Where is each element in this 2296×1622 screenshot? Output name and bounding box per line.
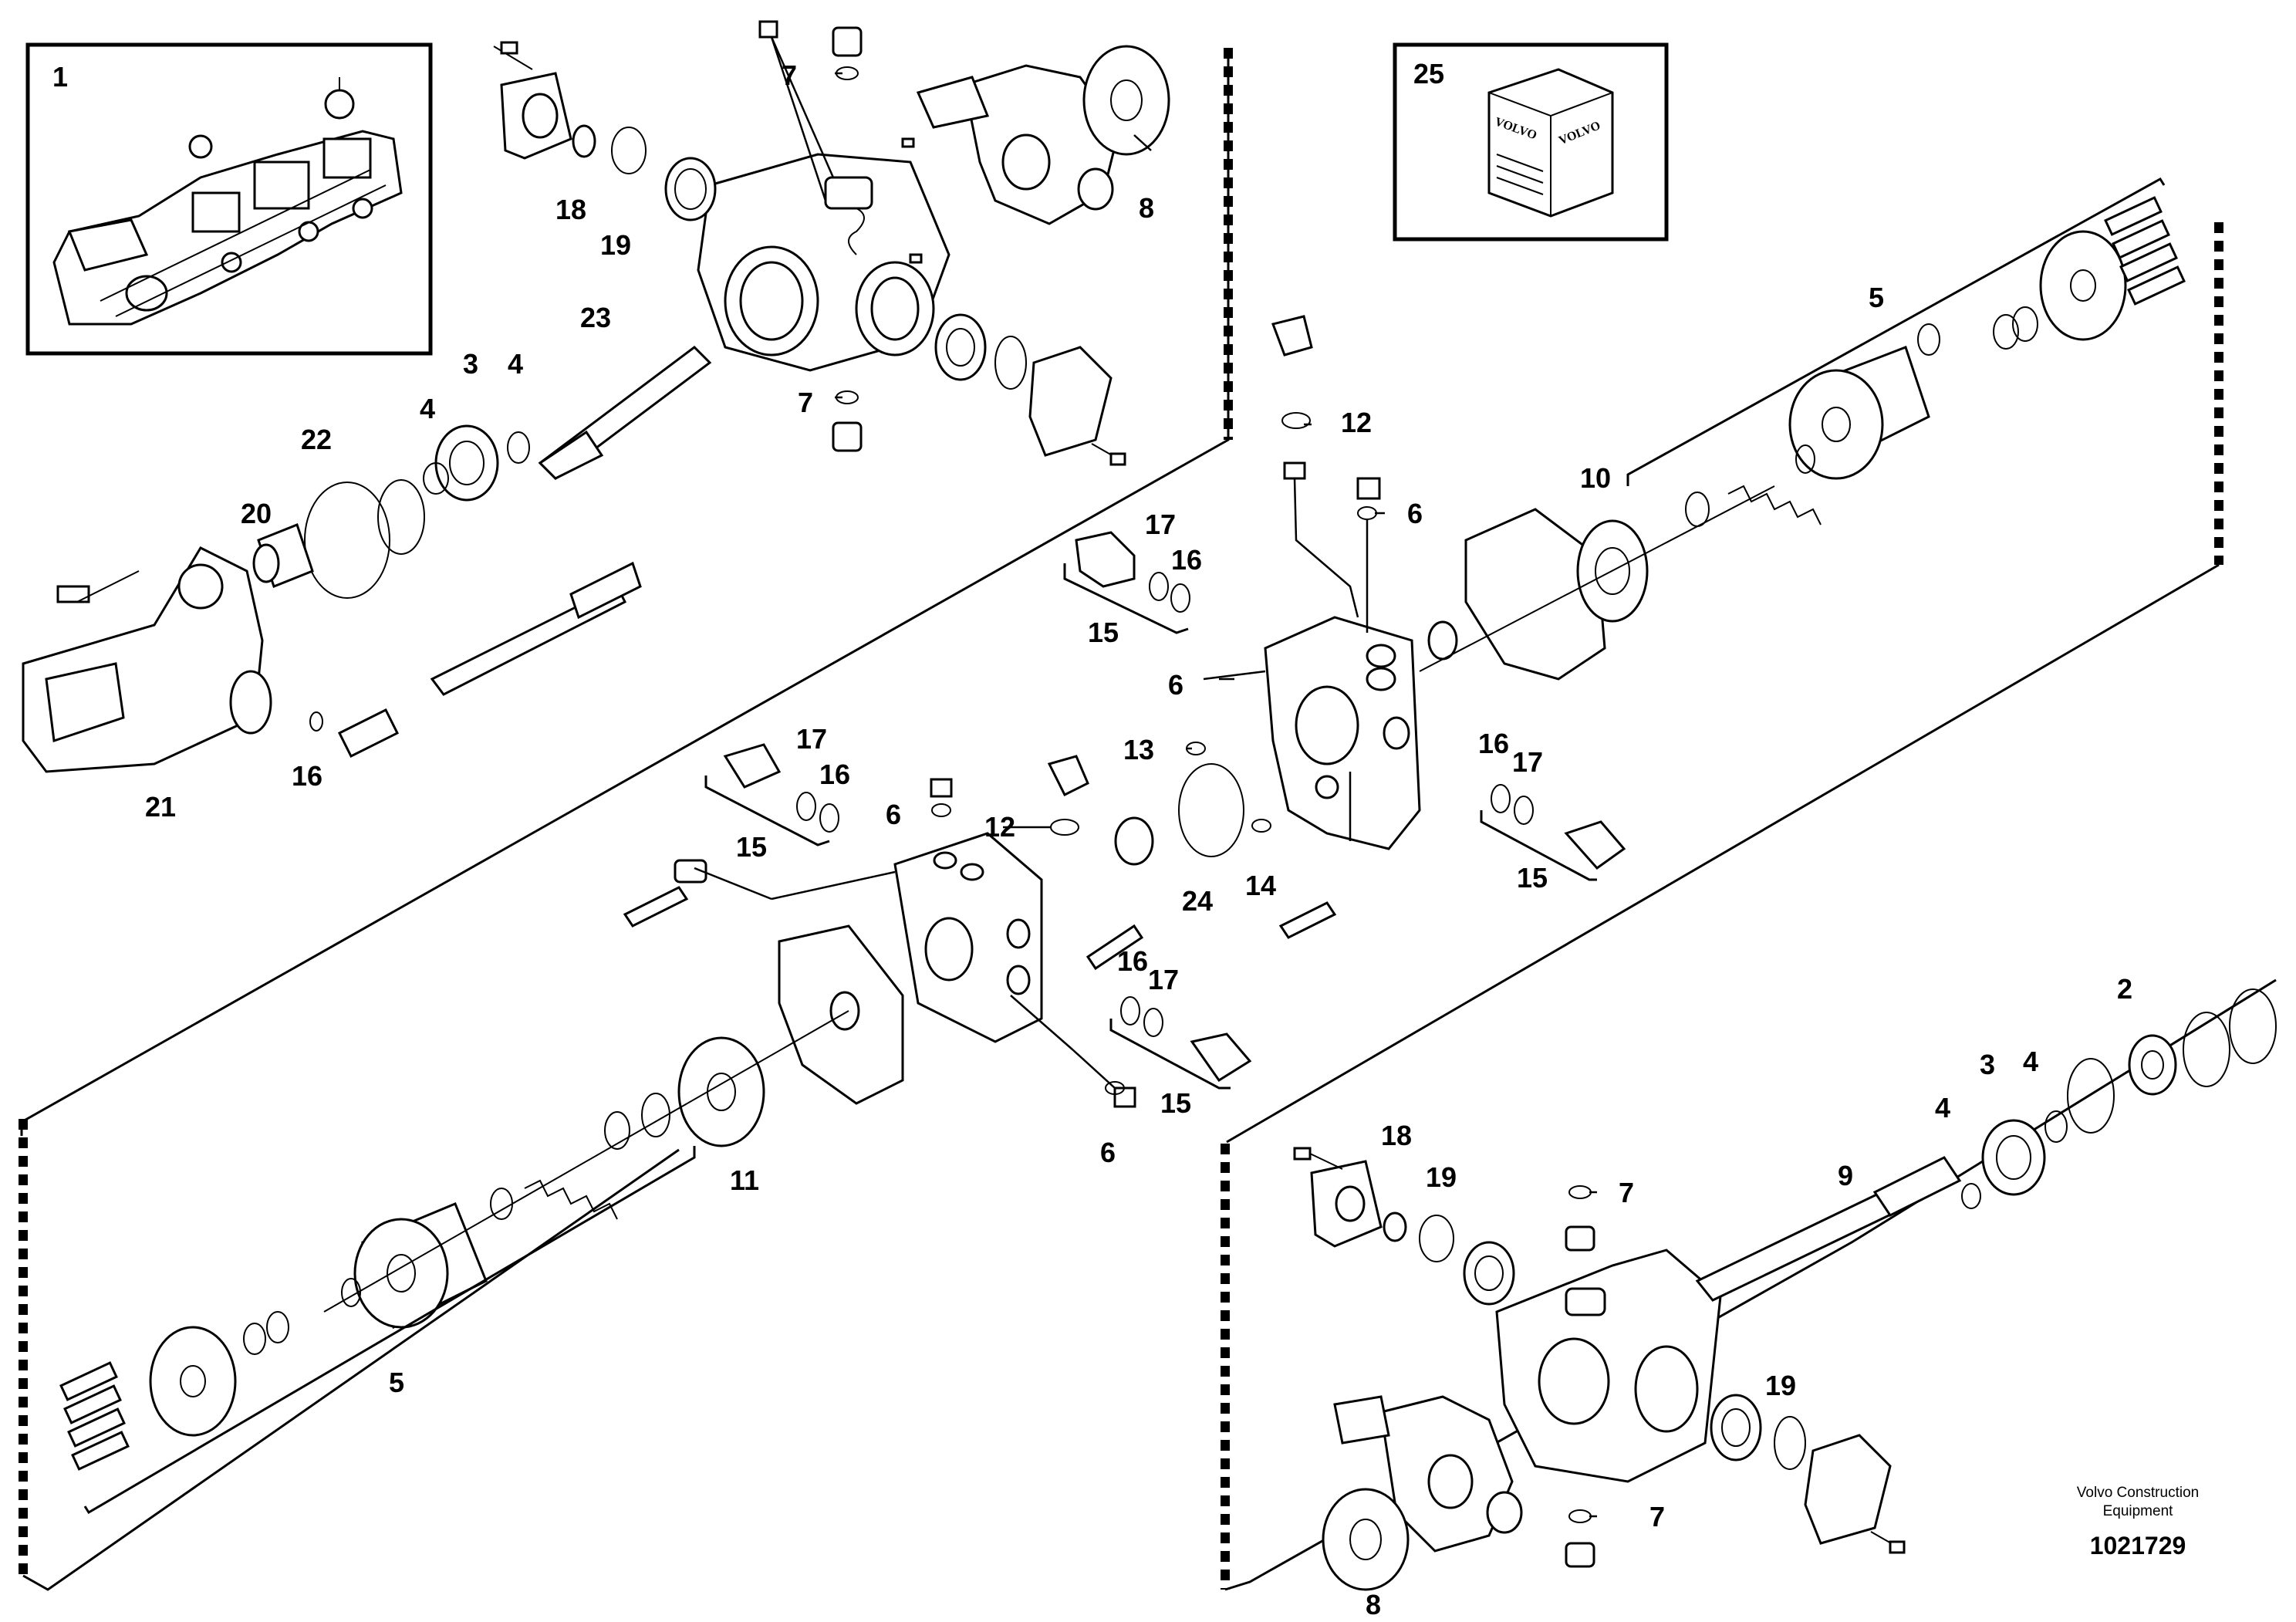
callout-8-upper: 8	[1139, 192, 1154, 224]
callout-11: 11	[730, 1164, 759, 1196]
section-boundaries	[19, 48, 2277, 1591]
callout-4-upper-right: 4	[508, 348, 523, 380]
callout-19-upper: 19	[600, 229, 631, 261]
company-name: Volvo Construction Equipment	[2076, 1485, 2200, 1519]
piston-set-upper	[2104, 196, 2186, 306]
pump-assembly-illustration	[52, 77, 403, 326]
callout-7-bottom-lower: 7	[1649, 1501, 1665, 1532]
callout-7-bottom-upper: 7	[798, 387, 813, 418]
callout-16-upper: 16	[1171, 544, 1202, 576]
callout-17-lower: 17	[1148, 964, 1179, 995]
callout-16-left-2: 16	[819, 759, 850, 790]
callout-13: 13	[1123, 734, 1154, 765]
callout-12-upper: 12	[1341, 407, 1372, 438]
callout-4-lower-left: 4	[1935, 1092, 1950, 1124]
callout-7-top-upper: 7	[782, 59, 797, 91]
relief-valve-upper	[1063, 531, 1190, 634]
callout-16-lower: 16	[1117, 945, 1148, 977]
callout-6-middle: 6	[1168, 669, 1183, 701]
relief-valve-lower	[1109, 996, 1252, 1090]
callout-18-lower: 18	[1381, 1120, 1412, 1151]
callout-19-lower-right: 19	[1765, 1370, 1796, 1401]
callout-24: 24	[1182, 885, 1213, 917]
callout-1: 1	[52, 61, 68, 93]
callout-8-lower: 8	[1366, 1589, 1381, 1620]
callout-3-lower: 3	[1980, 1049, 1995, 1080]
callout-15-right: 15	[1517, 862, 1548, 894]
callout-4-upper-left: 4	[420, 393, 435, 424]
central-valve-block	[1264, 315, 1775, 850]
relief-valve-left	[704, 743, 839, 846]
gear-pump-housing	[22, 546, 642, 773]
relief-valve-right	[1480, 784, 1626, 881]
callout-7-top-lower: 7	[1619, 1177, 1634, 1208]
callout-15-left: 15	[736, 831, 767, 863]
callout-16-right: 16	[1478, 728, 1509, 759]
piston-set-lower	[59, 1361, 130, 1471]
callout-17-upper: 17	[1145, 509, 1176, 540]
callout-5-lower: 5	[389, 1367, 404, 1398]
port-plate-assembly	[623, 742, 1337, 1108]
callout-12-center: 12	[984, 811, 1015, 843]
cylinder-assembly-upper	[1626, 177, 2186, 527]
drawing-footer: Volvo Construction Equipment 1021729	[2049, 1484, 2227, 1560]
callout-15-lower: 15	[1160, 1087, 1191, 1119]
callout-17-left: 17	[796, 723, 827, 755]
callout-15-upper: 15	[1088, 617, 1119, 648]
upper-shaft-bearing-set	[252, 424, 530, 599]
callout-labels: 1 25 7 18 19 8 23 3 4 4 22 20 7 5 12 6 1…	[52, 58, 2132, 1620]
callout-18-upper: 18	[555, 194, 586, 225]
callout-6-lower: 6	[1100, 1137, 1116, 1168]
callout-16-left: 16	[292, 760, 322, 792]
leader-lines	[694, 36, 1597, 1518]
callout-6-upper: 6	[1407, 498, 1423, 529]
cylinder-assembly-lower	[59, 1010, 849, 1515]
callout-2: 2	[2117, 973, 2132, 1005]
callout-9: 9	[1838, 1160, 1853, 1191]
callout-14: 14	[1245, 870, 1276, 901]
callout-3-upper: 3	[463, 348, 478, 380]
callout-10: 10	[1580, 462, 1611, 494]
document-number: 1021729	[2089, 1532, 2186, 1559]
callout-17-right: 17	[1512, 746, 1543, 778]
callout-6-center: 6	[886, 799, 901, 830]
callout-25: 25	[1413, 58, 1444, 90]
lower-pump-housing	[1293, 988, 2277, 1591]
assembled-pump-inset	[25, 42, 433, 356]
callout-21: 21	[145, 791, 176, 823]
callout-23: 23	[580, 302, 611, 333]
callout-22: 22	[301, 424, 332, 455]
callout-5-upper: 5	[1869, 282, 1884, 313]
callout-19-lower: 19	[1426, 1161, 1457, 1193]
upper-pump-housing	[493, 20, 1170, 480]
kit-box-inset: VOLVO VOLVO	[1393, 42, 1669, 242]
callout-4-lower-right: 4	[2023, 1046, 2038, 1077]
callout-20: 20	[241, 498, 272, 529]
